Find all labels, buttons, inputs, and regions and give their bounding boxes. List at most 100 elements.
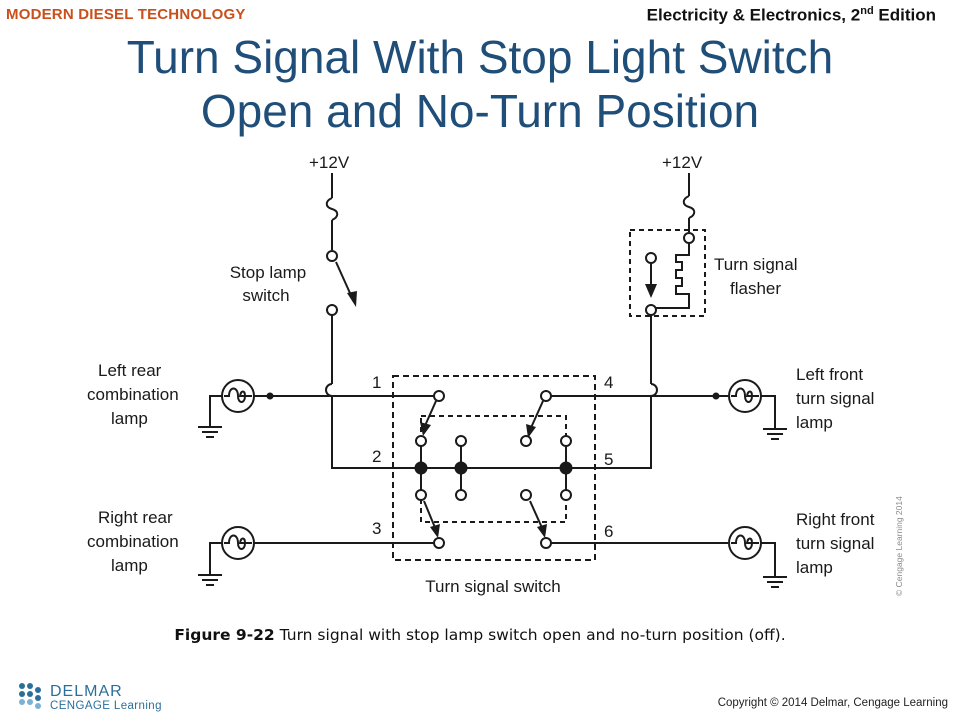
flasher-label-line-1: Turn signal	[714, 255, 797, 274]
right-front-label-line-1: Right front	[796, 510, 875, 529]
right-front-label-line-3: lamp	[796, 558, 833, 577]
front-upper-blade	[529, 400, 544, 431]
right-front-ground-wire	[761, 542, 776, 576]
terminal-numbers: 1 2 3 4 5 6	[372, 373, 613, 541]
flasher-label: Turn signal flasher	[714, 255, 797, 298]
terminal-6-label: 6	[604, 522, 613, 541]
left-front-ground-icon	[763, 428, 787, 440]
rear-upper-blade-arrow-icon	[420, 422, 431, 436]
edition-superscript: nd	[860, 5, 874, 17]
rear-lower-blade	[423, 500, 437, 531]
logo-dot-6	[35, 695, 41, 701]
rear-upper-contact	[415, 435, 427, 447]
terminal-4-contact	[540, 390, 552, 402]
stop-switch-arrow-icon	[347, 291, 357, 307]
mid-left-upper-contact	[455, 435, 467, 447]
left-front-label-line-3: lamp	[796, 413, 833, 432]
right-front-lamp-filament	[731, 534, 759, 550]
terminal-4-label: 4	[604, 373, 613, 392]
front-lower-blade-arrow-icon	[537, 524, 547, 538]
left-rear-lamp	[198, 379, 434, 438]
left-front-lamp-node	[712, 392, 720, 400]
figure-number: Figure 9-22	[174, 626, 275, 644]
logo-dot-1	[19, 683, 25, 689]
mid-right-upper-contact	[520, 435, 532, 447]
right-rear-label-line-3: lamp	[111, 556, 148, 575]
page-title-line-2: Open and No-Turn Position	[200, 85, 760, 137]
stop-switch-upper-terminal	[326, 250, 338, 262]
front-lower-blade	[529, 500, 544, 531]
flasher-top-terminal	[683, 232, 695, 244]
figure-caption-text: Turn signal with stop lamp switch open a…	[274, 626, 786, 644]
rear-lower-blade-arrow-icon	[430, 524, 440, 538]
stop-lamp-switch-label: Stop lamp switch	[230, 263, 307, 305]
copyright-text: Copyright © 2014 Delmar, Cengage Learnin…	[717, 697, 948, 709]
terminal-3-contact	[433, 537, 445, 549]
switch-outer-enclosure	[392, 375, 596, 561]
logo-dot-5	[27, 691, 33, 697]
right-rear-label-line-2: combination	[87, 532, 179, 551]
flasher-bottom-terminal	[645, 304, 657, 316]
left-front-lamp-filament	[731, 387, 759, 403]
right-supply-branch	[566, 173, 706, 469]
front-upper-blade-arrow-icon	[526, 424, 536, 438]
edition-label: Electricity & Electronics, 2nd Edition	[647, 5, 936, 26]
flasher-label-line-2: flasher	[730, 279, 781, 298]
stop-feed-wire	[331, 396, 421, 469]
rear-upper-blade	[423, 400, 437, 429]
far-right-upper-contact	[560, 435, 572, 447]
flasher-contact-terminal	[645, 252, 657, 264]
left-rear-label-line-1: Left rear	[98, 361, 162, 380]
flasher-enclosure	[629, 229, 706, 317]
crossover-hop-left	[325, 383, 333, 397]
logo-dot-7	[19, 699, 25, 705]
rear-lower-contact	[415, 489, 427, 501]
logo-text-cengage: CENGAGE Learning	[50, 700, 162, 712]
copyright-watermark: © Cengage Learning 2014	[894, 496, 904, 596]
right-front-lamp-label: Right front turn signal lamp	[796, 510, 875, 577]
page-title: Turn Signal With Stop Light Switch Open …	[0, 30, 960, 138]
delmar-logo-icon	[19, 683, 41, 709]
right-rear-label-line-1: Right rear	[98, 508, 173, 527]
terminal-3-label: 3	[372, 519, 381, 538]
left-front-lamp-label: Left front turn signal lamp	[796, 365, 874, 432]
stop-lamp-switch-label-line-2: switch	[242, 286, 289, 305]
logo-text-delmar: DELMAR	[50, 683, 123, 700]
left-fuse-icon	[325, 197, 339, 221]
flasher-arrow-icon	[645, 284, 657, 298]
turn-signal-switch-label: Turn signal switch	[425, 577, 560, 596]
flasher-common-junction	[559, 461, 573, 475]
right-front-ground-icon	[763, 576, 787, 588]
turn-signal-switch	[392, 375, 596, 561]
stop-switch-lower-terminal	[326, 304, 338, 316]
figure-caption: Figure 9-22 Turn signal with stop lamp s…	[0, 626, 960, 644]
left-rear-ground-icon	[198, 426, 222, 438]
supply-left-label: +12V	[309, 153, 350, 172]
terminal-5-label: 5	[604, 450, 613, 469]
logo-dot-2	[27, 683, 33, 689]
mid-right-lower-contact	[520, 489, 532, 501]
crossover-hop-right	[650, 383, 658, 397]
far-right-lower-contact	[560, 489, 572, 501]
mid-left-lower-contact	[455, 489, 467, 501]
right-rear-lamp	[198, 526, 434, 586]
supply-right-label: +12V	[662, 153, 703, 172]
left-front-lamp	[551, 379, 787, 440]
terminal-6-contact	[540, 537, 552, 549]
left-rear-ground-wire	[209, 395, 222, 426]
right-fuse-icon	[682, 195, 696, 219]
left-rear-lamp-node	[266, 392, 274, 400]
left-rear-label-line-2: combination	[87, 385, 179, 404]
logo-dot-4	[19, 691, 25, 697]
logo-dot-8	[27, 699, 33, 705]
right-front-label-line-2: turn signal	[796, 534, 874, 553]
right-rear-ground-icon	[198, 574, 222, 586]
stop-lamp-switch-label-line-1: Stop lamp	[230, 263, 307, 282]
logo-dot-9	[35, 703, 41, 709]
edition-main: Electricity & Electronics, 2	[646, 5, 861, 25]
left-front-label-line-2: turn signal	[796, 389, 874, 408]
edition-tail: Edition	[873, 5, 936, 25]
left-front-ground-wire	[761, 395, 776, 428]
brand-label: MODERN DIESEL TECHNOLOGY	[6, 6, 246, 23]
